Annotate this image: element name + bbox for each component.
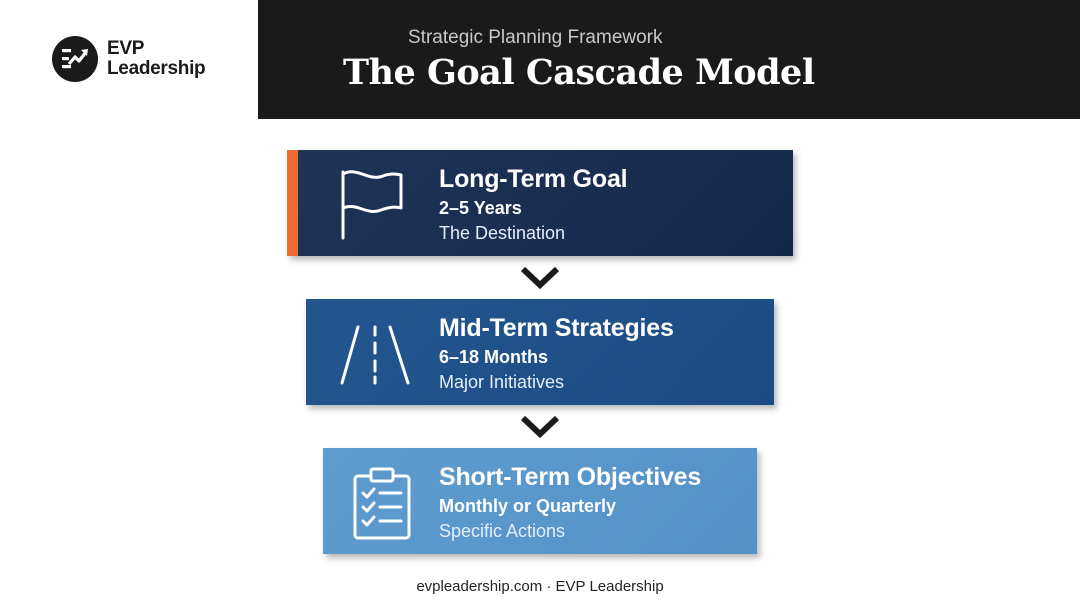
tier-description: Major Initiatives — [439, 372, 565, 392]
flag-icon — [329, 164, 409, 244]
tier-text: Short-Term Objectives Monthly or Quarter… — [439, 462, 701, 543]
tier-title: Long-Term Goal — [439, 165, 628, 193]
tier-text: Long-Term Goal 2–5 Years The Destination — [439, 164, 628, 245]
tier-description: Specific Actions — [439, 521, 566, 541]
footer-credit: evpleadership.com · EVP Leadership — [416, 578, 664, 595]
tier-timeframe: 2–5 Years — [439, 198, 522, 218]
brand-name-line1: EVP — [107, 38, 145, 59]
brand-name-line2: Leadership — [107, 58, 206, 79]
brand-name: EVP Leadership — [107, 38, 206, 79]
tier-short-term-objectives: Short-Term Objectives Monthly or Quarter… — [323, 448, 757, 554]
title-banner: Strategic Planning Framework The Goal Ca… — [258, 0, 1080, 119]
tier-timeframe: Monthly or Quarterly — [439, 496, 617, 516]
tier-description: The Destination — [439, 223, 566, 243]
tier-title: Short-Term Objectives — [439, 463, 702, 491]
page-subtitle: Strategic Planning Framework — [408, 27, 663, 48]
page-title: The Goal Cascade Model — [343, 52, 815, 93]
checklist-clipboard-icon — [343, 462, 423, 542]
brand-logo: EVP Leadership — [52, 36, 206, 82]
tier-timeframe: 6–18 Months — [439, 347, 549, 367]
trend-arrow-icon — [52, 36, 98, 82]
tier-text: Mid-Term Strategies 6–18 Months Major In… — [439, 313, 674, 394]
road-icon — [334, 313, 414, 393]
chevron-down-icon — [520, 415, 560, 439]
tier-accent-bar — [287, 150, 298, 256]
tier-title: Mid-Term Strategies — [439, 314, 674, 342]
tier-mid-term-strategies: Mid-Term Strategies 6–18 Months Major In… — [306, 299, 774, 405]
tier-long-term-goal: Long-Term Goal 2–5 Years The Destination — [287, 150, 793, 256]
chevron-down-icon — [520, 266, 560, 290]
